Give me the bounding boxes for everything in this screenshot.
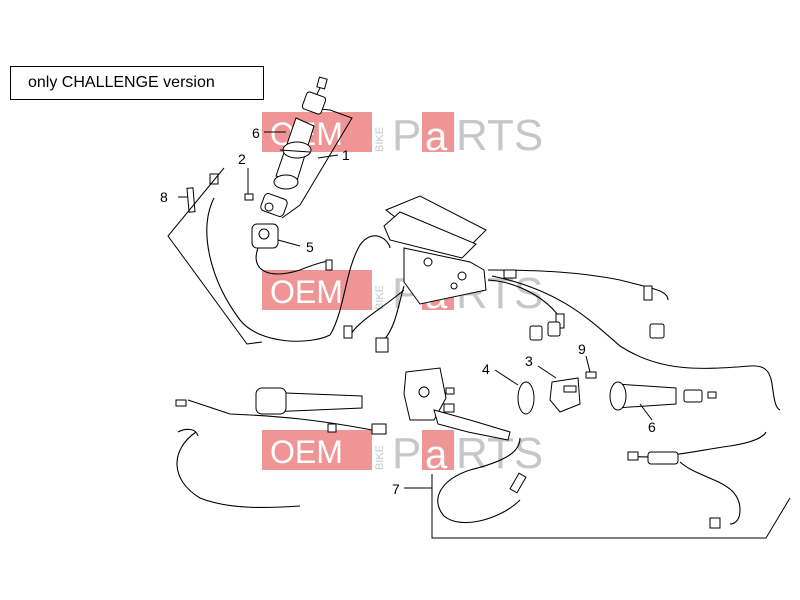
callout-4: 4 <box>482 361 490 377</box>
screw <box>707 391 717 399</box>
cable-end <box>325 259 333 271</box>
rubber-plug <box>529 325 543 341</box>
watermark-top: OEM BIKE P a RTS <box>262 111 543 160</box>
cable-right-1 <box>487 269 669 301</box>
clutch-cable-upper <box>187 399 373 431</box>
adjuster <box>371 423 387 435</box>
callout-5: 5 <box>306 239 314 255</box>
spring <box>327 423 337 433</box>
watermark-bottom: OEM BIKE P a RTS <box>262 429 543 478</box>
connector <box>503 269 517 279</box>
choke-cable <box>206 197 331 342</box>
connector <box>643 285 653 301</box>
callout-6: 6 <box>252 125 260 141</box>
clutch-cable-lower <box>176 431 301 509</box>
cable-right-2 <box>491 275 751 369</box>
rubber-plug <box>547 321 561 337</box>
cable-adjuster <box>186 173 219 213</box>
watermark-bike-text: BIKE <box>374 445 386 470</box>
group-7-bracket <box>431 474 791 539</box>
clutch-lever <box>433 409 511 441</box>
callout-1: 1 <box>342 147 350 163</box>
watermark-p-text: P <box>392 111 421 160</box>
callout-7: 7 <box>392 481 400 497</box>
screw <box>445 387 455 395</box>
cable-end <box>627 451 639 461</box>
callout-2: 2 <box>238 151 246 167</box>
screw <box>585 371 597 379</box>
watermark-bike-text: BIKE <box>374 127 386 152</box>
watermark-oem-text: OEM <box>270 274 343 310</box>
cable-end <box>709 517 721 529</box>
bar-end <box>683 389 703 403</box>
watermark-p-text: P <box>392 429 421 478</box>
right-throttle-assembly <box>517 371 717 415</box>
connector <box>343 325 353 339</box>
throttle-housing <box>251 223 279 249</box>
choke-cable-route <box>329 235 391 336</box>
cable-left-lower <box>349 289 405 336</box>
throttle-cable-7 <box>437 437 521 524</box>
switch-module <box>383 195 487 305</box>
connector <box>375 337 389 353</box>
callout-8: 8 <box>160 189 168 205</box>
grip-end-bolt <box>315 76 328 97</box>
cable-right-end <box>749 365 781 411</box>
leader-lines <box>178 131 653 489</box>
throttle-tube <box>260 193 288 217</box>
throttle-grip <box>273 117 315 190</box>
cable-end <box>509 472 527 494</box>
callout-3: 3 <box>525 353 533 369</box>
clutch-cable-loop <box>177 428 199 437</box>
cable-left-lower-2 <box>383 285 405 341</box>
watermark-bike-text: BIKE <box>374 285 386 310</box>
grip-holder <box>255 387 287 415</box>
cable-right-3 <box>487 279 561 319</box>
screw <box>244 193 254 201</box>
collar <box>517 381 535 415</box>
left-handlebar-assembly <box>175 367 511 441</box>
screw <box>175 399 187 407</box>
pivot <box>443 403 455 413</box>
callout-6: 6 <box>648 419 656 435</box>
throttle-grip-assembly <box>167 76 391 345</box>
cable-7-lower <box>679 461 741 525</box>
watermark-a-text: a <box>425 115 448 159</box>
callout-9: 9 <box>578 341 586 357</box>
version-label: only CHALLENGE version <box>10 66 264 100</box>
bar-end-weight <box>301 91 327 115</box>
cable-junction <box>647 451 679 465</box>
rubber-plug <box>649 323 665 339</box>
watermark-middle: OEM BIKE P a RTS <box>262 269 543 318</box>
watermark-rts-text: RTS <box>456 111 543 160</box>
watermark-oem-text: OEM <box>270 434 343 470</box>
throttle-body <box>549 377 581 413</box>
watermark-a-text: a <box>425 433 448 477</box>
